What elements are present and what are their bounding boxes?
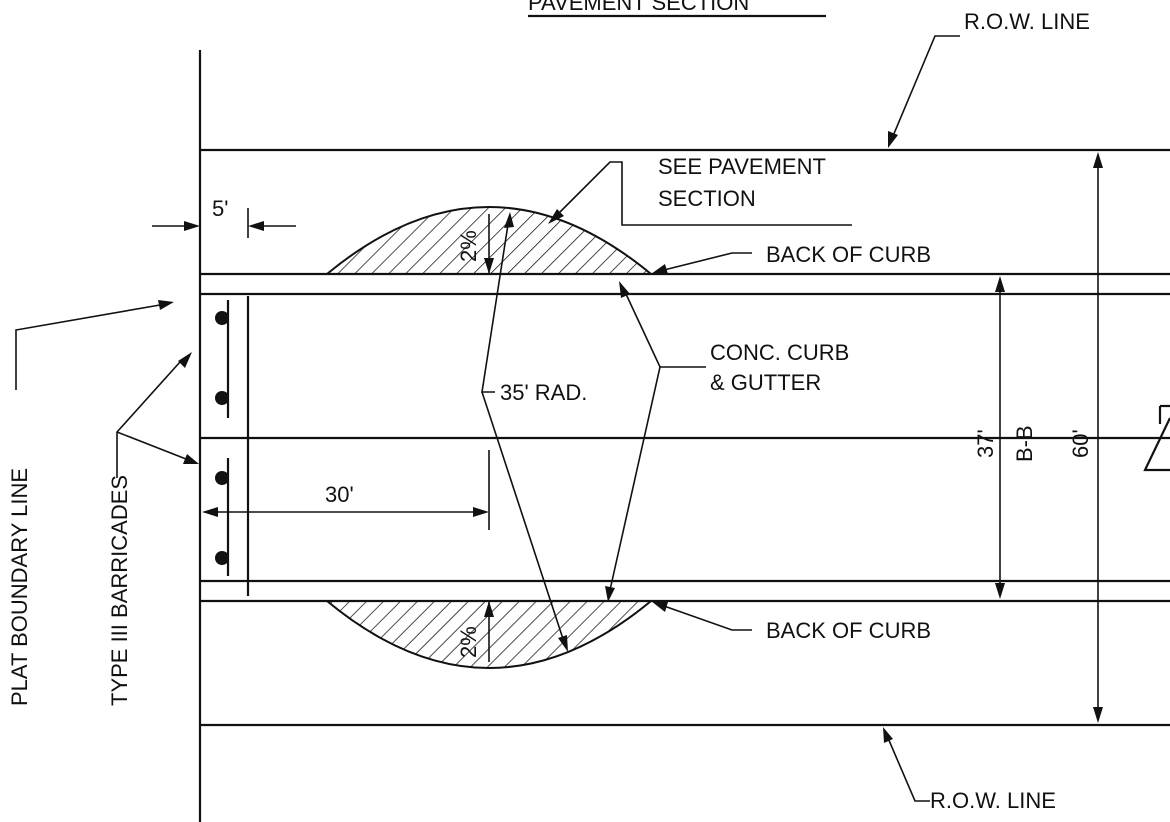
dim-37-label: 37' bbox=[973, 429, 998, 458]
conc-curb-callout: CONC. CURB & GUTTER bbox=[605, 281, 849, 602]
plat-boundary-callout: PLAT BOUNDARY LINE bbox=[7, 300, 174, 706]
plat-boundary-label: PLAT BOUNDARY LINE bbox=[7, 468, 32, 706]
slope-top: 2% bbox=[456, 214, 494, 274]
dim-30-label: 30' bbox=[325, 482, 354, 507]
back-of-curb-top-callout: BACK OF CURB bbox=[651, 242, 931, 274]
conc-curb-line1: CONC. CURB bbox=[710, 340, 849, 365]
break-line bbox=[1143, 404, 1170, 472]
barricades bbox=[215, 296, 250, 596]
dimension-60ft: 60' bbox=[1068, 152, 1103, 723]
barricade-post bbox=[215, 391, 229, 405]
slope-bottom: 2% bbox=[456, 601, 494, 662]
dim-5-label: 5' bbox=[212, 196, 228, 221]
title-group: PAVEMENT SECTION bbox=[528, 0, 826, 18]
barricades-callout: TYPE III BARRICADES bbox=[107, 352, 199, 706]
see-pavement-callout: SEE PAVEMENT SECTION bbox=[548, 154, 852, 226]
back-of-curb-top-label: BACK OF CURB bbox=[766, 242, 931, 267]
slope-bottom-label: 2% bbox=[456, 626, 481, 658]
dimension-30ft: 30' bbox=[202, 450, 490, 530]
dim-bb-label: B-B bbox=[1012, 425, 1037, 462]
drawing-title: PAVEMENT SECTION bbox=[528, 0, 749, 15]
dim-60-label: 60' bbox=[1068, 429, 1093, 458]
radius-label: 35' RAD. bbox=[500, 380, 587, 405]
barricade-post bbox=[215, 551, 229, 565]
row-line-top-callout: R.O.W. LINE bbox=[888, 9, 1090, 148]
conc-curb-line2: & GUTTER bbox=[710, 370, 821, 395]
back-of-curb-bottom-label: BACK OF CURB bbox=[766, 618, 931, 643]
barricades-label: TYPE III BARRICADES bbox=[107, 475, 132, 706]
dimension-37ft: 37' B-B bbox=[973, 276, 1037, 599]
slope-top-label: 2% bbox=[456, 230, 481, 262]
row-line-top-label: R.O.W. LINE bbox=[964, 9, 1090, 34]
radius-leaders: 35' RAD. bbox=[481, 212, 587, 652]
back-of-curb-bottom-callout: BACK OF CURB bbox=[651, 601, 931, 643]
dimension-5ft: 5' bbox=[152, 196, 296, 238]
barricade-post bbox=[215, 471, 229, 485]
see-pavement-line1: SEE PAVEMENT bbox=[658, 154, 826, 179]
see-pavement-line2: SECTION bbox=[658, 186, 756, 211]
row-line-bottom-callout: R.O.W. LINE bbox=[883, 727, 1056, 813]
barricade-post bbox=[215, 311, 229, 325]
row-line-bottom-label: R.O.W. LINE bbox=[930, 788, 1056, 813]
